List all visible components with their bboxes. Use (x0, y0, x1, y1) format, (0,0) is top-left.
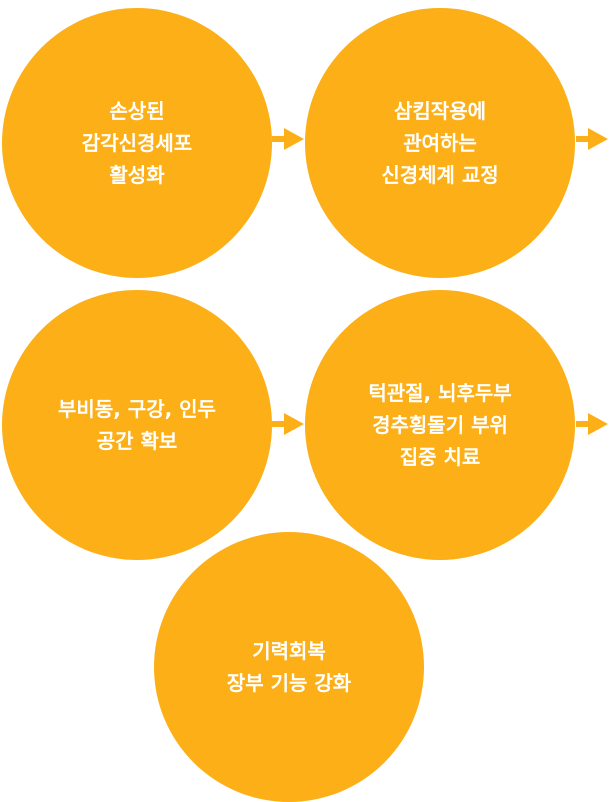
step-1-line-1: 손상된 (109, 99, 165, 123)
step-3-line-2: 공간 확보 (96, 429, 178, 453)
step-circle-2: 삼킴작용에 관여하는 신경체계 교정 (305, 8, 575, 278)
step-5-line-2: 장부 기능 강화 (226, 671, 352, 695)
step-4-line-1: 턱관절, 뇌후두부 (368, 381, 512, 405)
step-circle-4: 턱관절, 뇌후두부 경추횡돌기 부위 집중 치료 (305, 290, 575, 560)
step-1-line-3: 활성화 (109, 163, 165, 187)
step-2-line-2: 관여하는 (403, 131, 477, 155)
step-3-line-1: 부비동, 구강, 인두 (58, 397, 216, 421)
arrow-right-icon (576, 128, 608, 150)
arrow-right-icon (272, 413, 304, 435)
step-circle-5: 기력회복 장부 기능 강화 (154, 532, 424, 802)
step-1-line-2: 감각신경세포 (81, 131, 193, 155)
step-5-line-1: 기력회복 (252, 639, 326, 663)
step-circle-3: 부비동, 구강, 인두 공간 확보 (2, 290, 272, 560)
arrow-right-icon (272, 128, 304, 150)
step-circle-1: 손상된 감각신경세포 활성화 (2, 8, 272, 278)
step-4-line-2: 경추횡돌기 부위 (372, 413, 508, 437)
step-2-line-3: 신경체계 교정 (381, 163, 499, 187)
arrow-right-icon (576, 413, 608, 435)
step-4-line-3: 집중 치료 (399, 445, 481, 469)
step-2-line-1: 삼킴작용에 (394, 99, 486, 123)
